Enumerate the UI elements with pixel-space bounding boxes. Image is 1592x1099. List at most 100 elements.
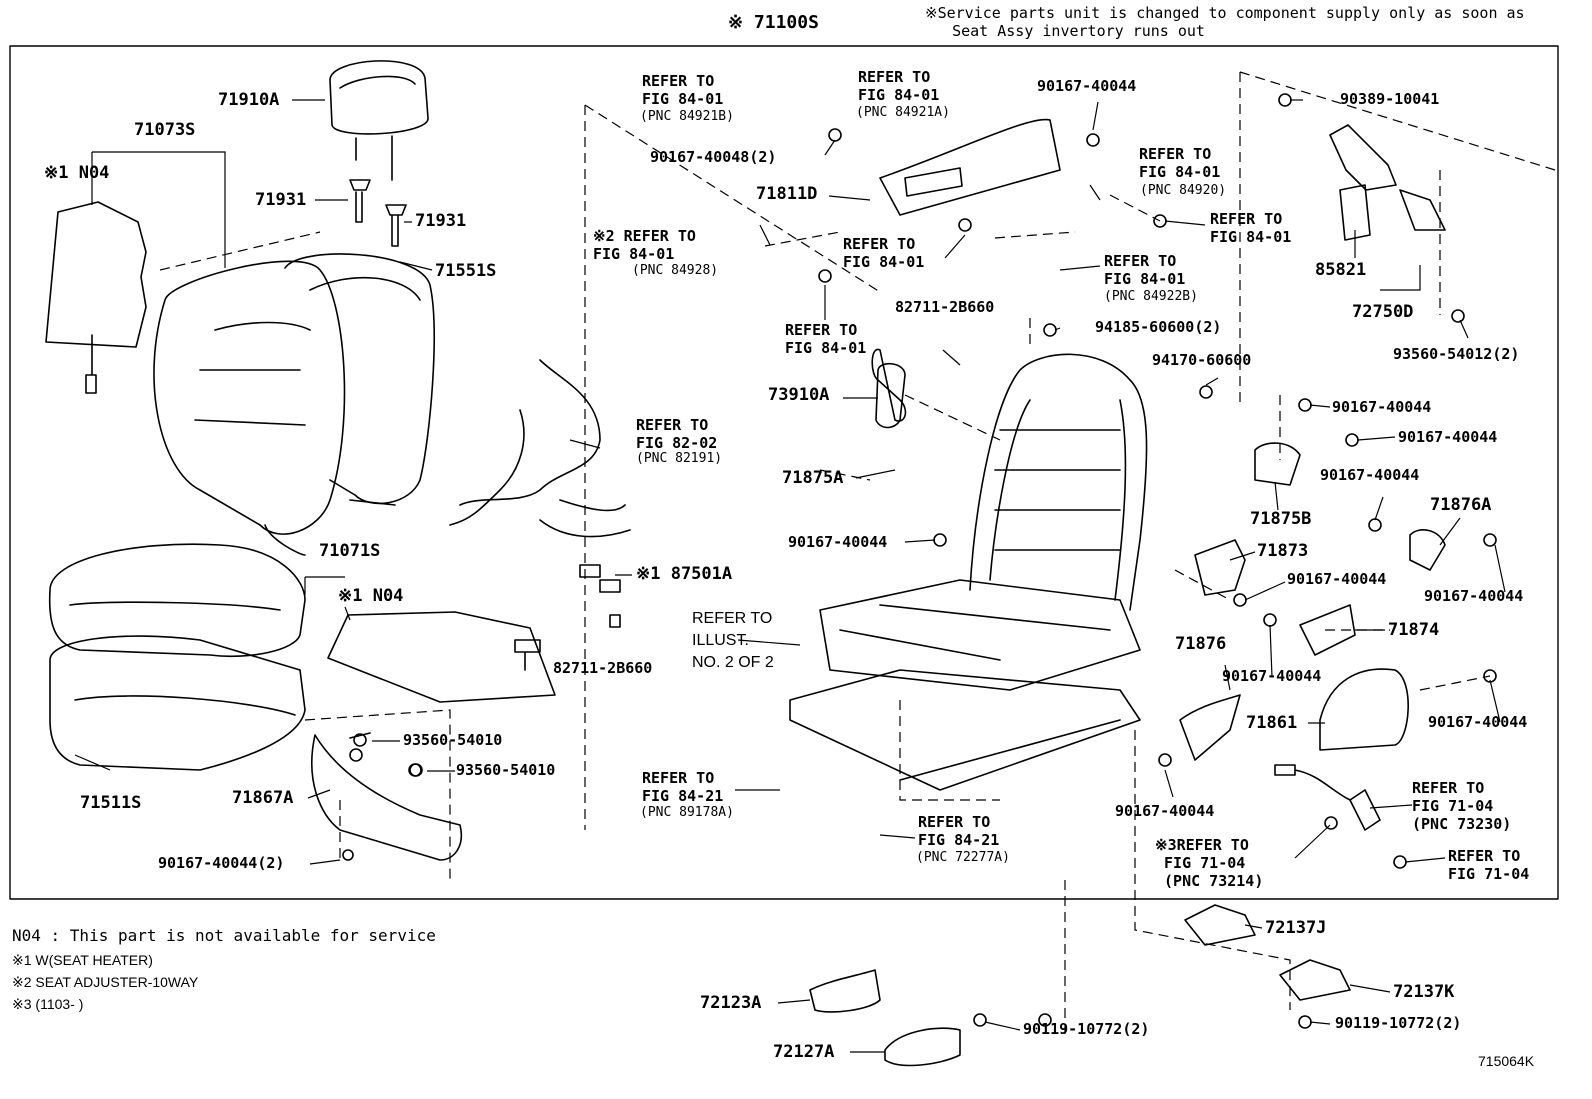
wire-harness-drawing xyxy=(449,359,631,628)
assembly-code: ※ 71100S xyxy=(728,12,819,33)
part-72127A[interactable]: 72127A xyxy=(773,1042,835,1062)
bracket-71873 xyxy=(1194,539,1246,596)
refer-fig-84-01-b[interactable]: REFER TO FIG 84-01 xyxy=(858,68,940,104)
part-90167-40044-top[interactable]: 90167-40044 xyxy=(1037,77,1137,95)
seatback-pad-drawing xyxy=(284,253,435,506)
cover-71876 xyxy=(1179,694,1241,761)
figure-id: 715064K xyxy=(1478,1053,1535,1069)
part-71073S[interactable]: 71073S xyxy=(134,120,196,140)
part-71861[interactable]: 71861 xyxy=(1246,713,1298,733)
refer-fig-84-21-b[interactable]: REFER TO FIG 84-21 xyxy=(918,813,1000,849)
refer-fig-84-01-h[interactable]: REFER TO FIG 84-01 xyxy=(785,321,867,357)
part-94185-60600[interactable]: 94185-60600(2) xyxy=(1095,318,1222,336)
refer-fig-84-21-a[interactable]: REFER TO FIG 84-21 xyxy=(642,769,724,805)
seat-frame-drawing xyxy=(789,353,1148,791)
refer-fig-84-01-e[interactable]: ※2 REFER TO FIG 84-01 xyxy=(593,227,696,263)
refer-fig-84-01-g[interactable]: REFER TO FIG 84-01 xyxy=(1104,252,1186,288)
seatback-cover-drawing xyxy=(153,260,346,556)
cover-72137K xyxy=(1279,959,1351,1001)
refer-pnc-84928: (PNC 84928) xyxy=(632,263,719,278)
part-94170-60600[interactable]: 94170-60600 xyxy=(1152,351,1252,369)
part-90167-40044-r8[interactable]: 90167-40044 xyxy=(1115,802,1215,820)
cover-72127A xyxy=(884,1027,961,1067)
part-90167-40044-r2[interactable]: 90167-40044 xyxy=(1398,428,1498,446)
cushion-heater-mat xyxy=(327,611,556,703)
part-90167-40044-r3[interactable]: 90167-40044 xyxy=(1320,466,1420,484)
back-heater-mat xyxy=(45,201,147,348)
refer-pnc-84921A: (PNC 84921A) xyxy=(856,105,950,120)
part-93560-54010-b[interactable]: 93560-54010 xyxy=(456,761,556,779)
bracket-71875B xyxy=(1254,442,1301,486)
refer-fig-71-04-c[interactable]: REFER TO FIG 71-04 xyxy=(1448,847,1530,883)
diagram-border xyxy=(9,45,1559,900)
refer-pnc-89178A: (PNC 89178A) xyxy=(640,805,734,820)
part-90167-40044-r4[interactable]: 90167-40044 xyxy=(1287,570,1387,588)
part-71875B[interactable]: 71875B xyxy=(1250,509,1312,529)
part-72750D[interactable]: 72750D xyxy=(1352,302,1414,322)
part-93560-54010-a[interactable]: 93560-54010 xyxy=(403,731,503,749)
lower-shield-drawing xyxy=(311,734,462,861)
dashed-guides xyxy=(159,71,1556,1040)
refer-fig-84-01-c[interactable]: REFER TO FIG 84-01 xyxy=(1139,145,1221,181)
part-71876A[interactable]: 71876A xyxy=(1430,495,1492,515)
part-71873[interactable]: 71873 xyxy=(1257,541,1309,561)
part-90389-10041[interactable]: 90389-10041 xyxy=(1340,90,1440,108)
airbag-drawing xyxy=(875,362,906,429)
note-seat-heater: ※1 W(SEAT HEATER) xyxy=(12,952,153,968)
refer-fig-71-04-a[interactable]: REFER TO FIG 71-04 (PNC 73230) xyxy=(1412,779,1512,833)
refer-fig-84-01-f[interactable]: REFER TO FIG 84-01 xyxy=(843,235,925,271)
part-90167-40044-mid[interactable]: 90167-40044 xyxy=(788,533,888,551)
cushion-cover-drawing xyxy=(48,543,306,771)
refer-pnc-82191: (PNC 82191) xyxy=(636,451,723,466)
part-90167-40044-r1[interactable]: 90167-40044 xyxy=(1332,398,1432,416)
part-71876[interactable]: 71876 xyxy=(1175,634,1227,654)
part-71874[interactable]: 71874 xyxy=(1388,620,1440,640)
note-date-range: ※3 (1103- ) xyxy=(12,996,84,1012)
refer-pnc-84921B: (PNC 84921B) xyxy=(640,109,734,124)
refer-fig-84-01-d[interactable]: REFER TO FIG 84-01 xyxy=(1210,210,1292,246)
part-71875A[interactable]: 71875A xyxy=(782,468,844,488)
part-71910A[interactable]: 71910A xyxy=(218,90,280,110)
refer-pnc-72277A: (PNC 72277A) xyxy=(916,850,1010,865)
part-n04-back[interactable]: ※1 N04 xyxy=(44,163,110,183)
service-note: ※Service parts unit is changed to compon… xyxy=(925,4,1525,40)
refer-pnc-84922B: (PNC 84922B) xyxy=(1104,289,1198,304)
part-n04-cushion[interactable]: ※1 N04 xyxy=(338,586,404,606)
cover-72123A xyxy=(809,969,881,1013)
refer-fig-82-02[interactable]: REFER TO FIG 82-02 xyxy=(636,416,718,452)
part-82711-2B660-lower[interactable]: 82711-2B660 xyxy=(553,659,653,677)
part-71511S[interactable]: 71511S xyxy=(80,793,142,813)
leader-lines xyxy=(74,99,1506,1053)
part-90167-40044-r5[interactable]: 90167-40044 xyxy=(1424,587,1524,605)
part-90167-40044-r7[interactable]: 90167-40044 xyxy=(1428,713,1528,731)
part-71931-left[interactable]: 71931 xyxy=(255,190,307,210)
part-71931-right[interactable]: 71931 xyxy=(415,211,467,231)
bracket-71874 xyxy=(1299,604,1356,656)
note-seat-adjuster: ※2 SEAT ADJUSTER-10WAY xyxy=(12,974,199,990)
part-72123A[interactable]: 72123A xyxy=(700,993,762,1013)
part-85821[interactable]: 85821 xyxy=(1315,260,1367,280)
seatbelt-anchor-drawing xyxy=(1329,124,1446,231)
part-90119-10772-a[interactable]: 90119-10772(2) xyxy=(1023,1020,1150,1038)
part-73910A[interactable]: 73910A xyxy=(768,385,830,405)
part-82711-2B660-upper[interactable]: 82711-2B660 xyxy=(895,298,995,316)
part-90167-40044-2-left[interactable]: 90167-40044(2) xyxy=(158,854,285,872)
part-90167-40048[interactable]: 90167-40048(2) xyxy=(650,148,777,166)
part-87501A[interactable]: ※1 87501A xyxy=(636,564,733,584)
part-72137K[interactable]: 72137K xyxy=(1393,982,1455,1002)
refer-fig-84-01-a[interactable]: REFER TO FIG 84-01 xyxy=(642,72,724,108)
buckle-drawing xyxy=(1274,764,1381,831)
cover-72137J xyxy=(1184,904,1256,946)
seatbelt-guide-drawing xyxy=(1339,184,1371,241)
refer-illust-2-of-2[interactable]: REFER TO ILLUST. NO. 2 OF 2 xyxy=(692,610,774,671)
part-71867A[interactable]: 71867A xyxy=(232,788,294,808)
refer-fig-71-04-b[interactable]: ※3REFER TO FIG 71-04 (PNC 73214) xyxy=(1155,836,1264,890)
part-71071S[interactable]: 71071S xyxy=(319,541,381,561)
part-93560-54012[interactable]: 93560-54012(2) xyxy=(1393,345,1520,363)
part-72137J[interactable]: 72137J xyxy=(1265,918,1327,938)
part-71551S[interactable]: 71551S xyxy=(435,261,497,281)
part-90167-40044-r6[interactable]: 90167-40044 xyxy=(1222,667,1322,685)
part-71811D[interactable]: 71811D xyxy=(756,184,818,204)
part-90119-10772-b[interactable]: 90119-10772(2) xyxy=(1335,1014,1462,1032)
